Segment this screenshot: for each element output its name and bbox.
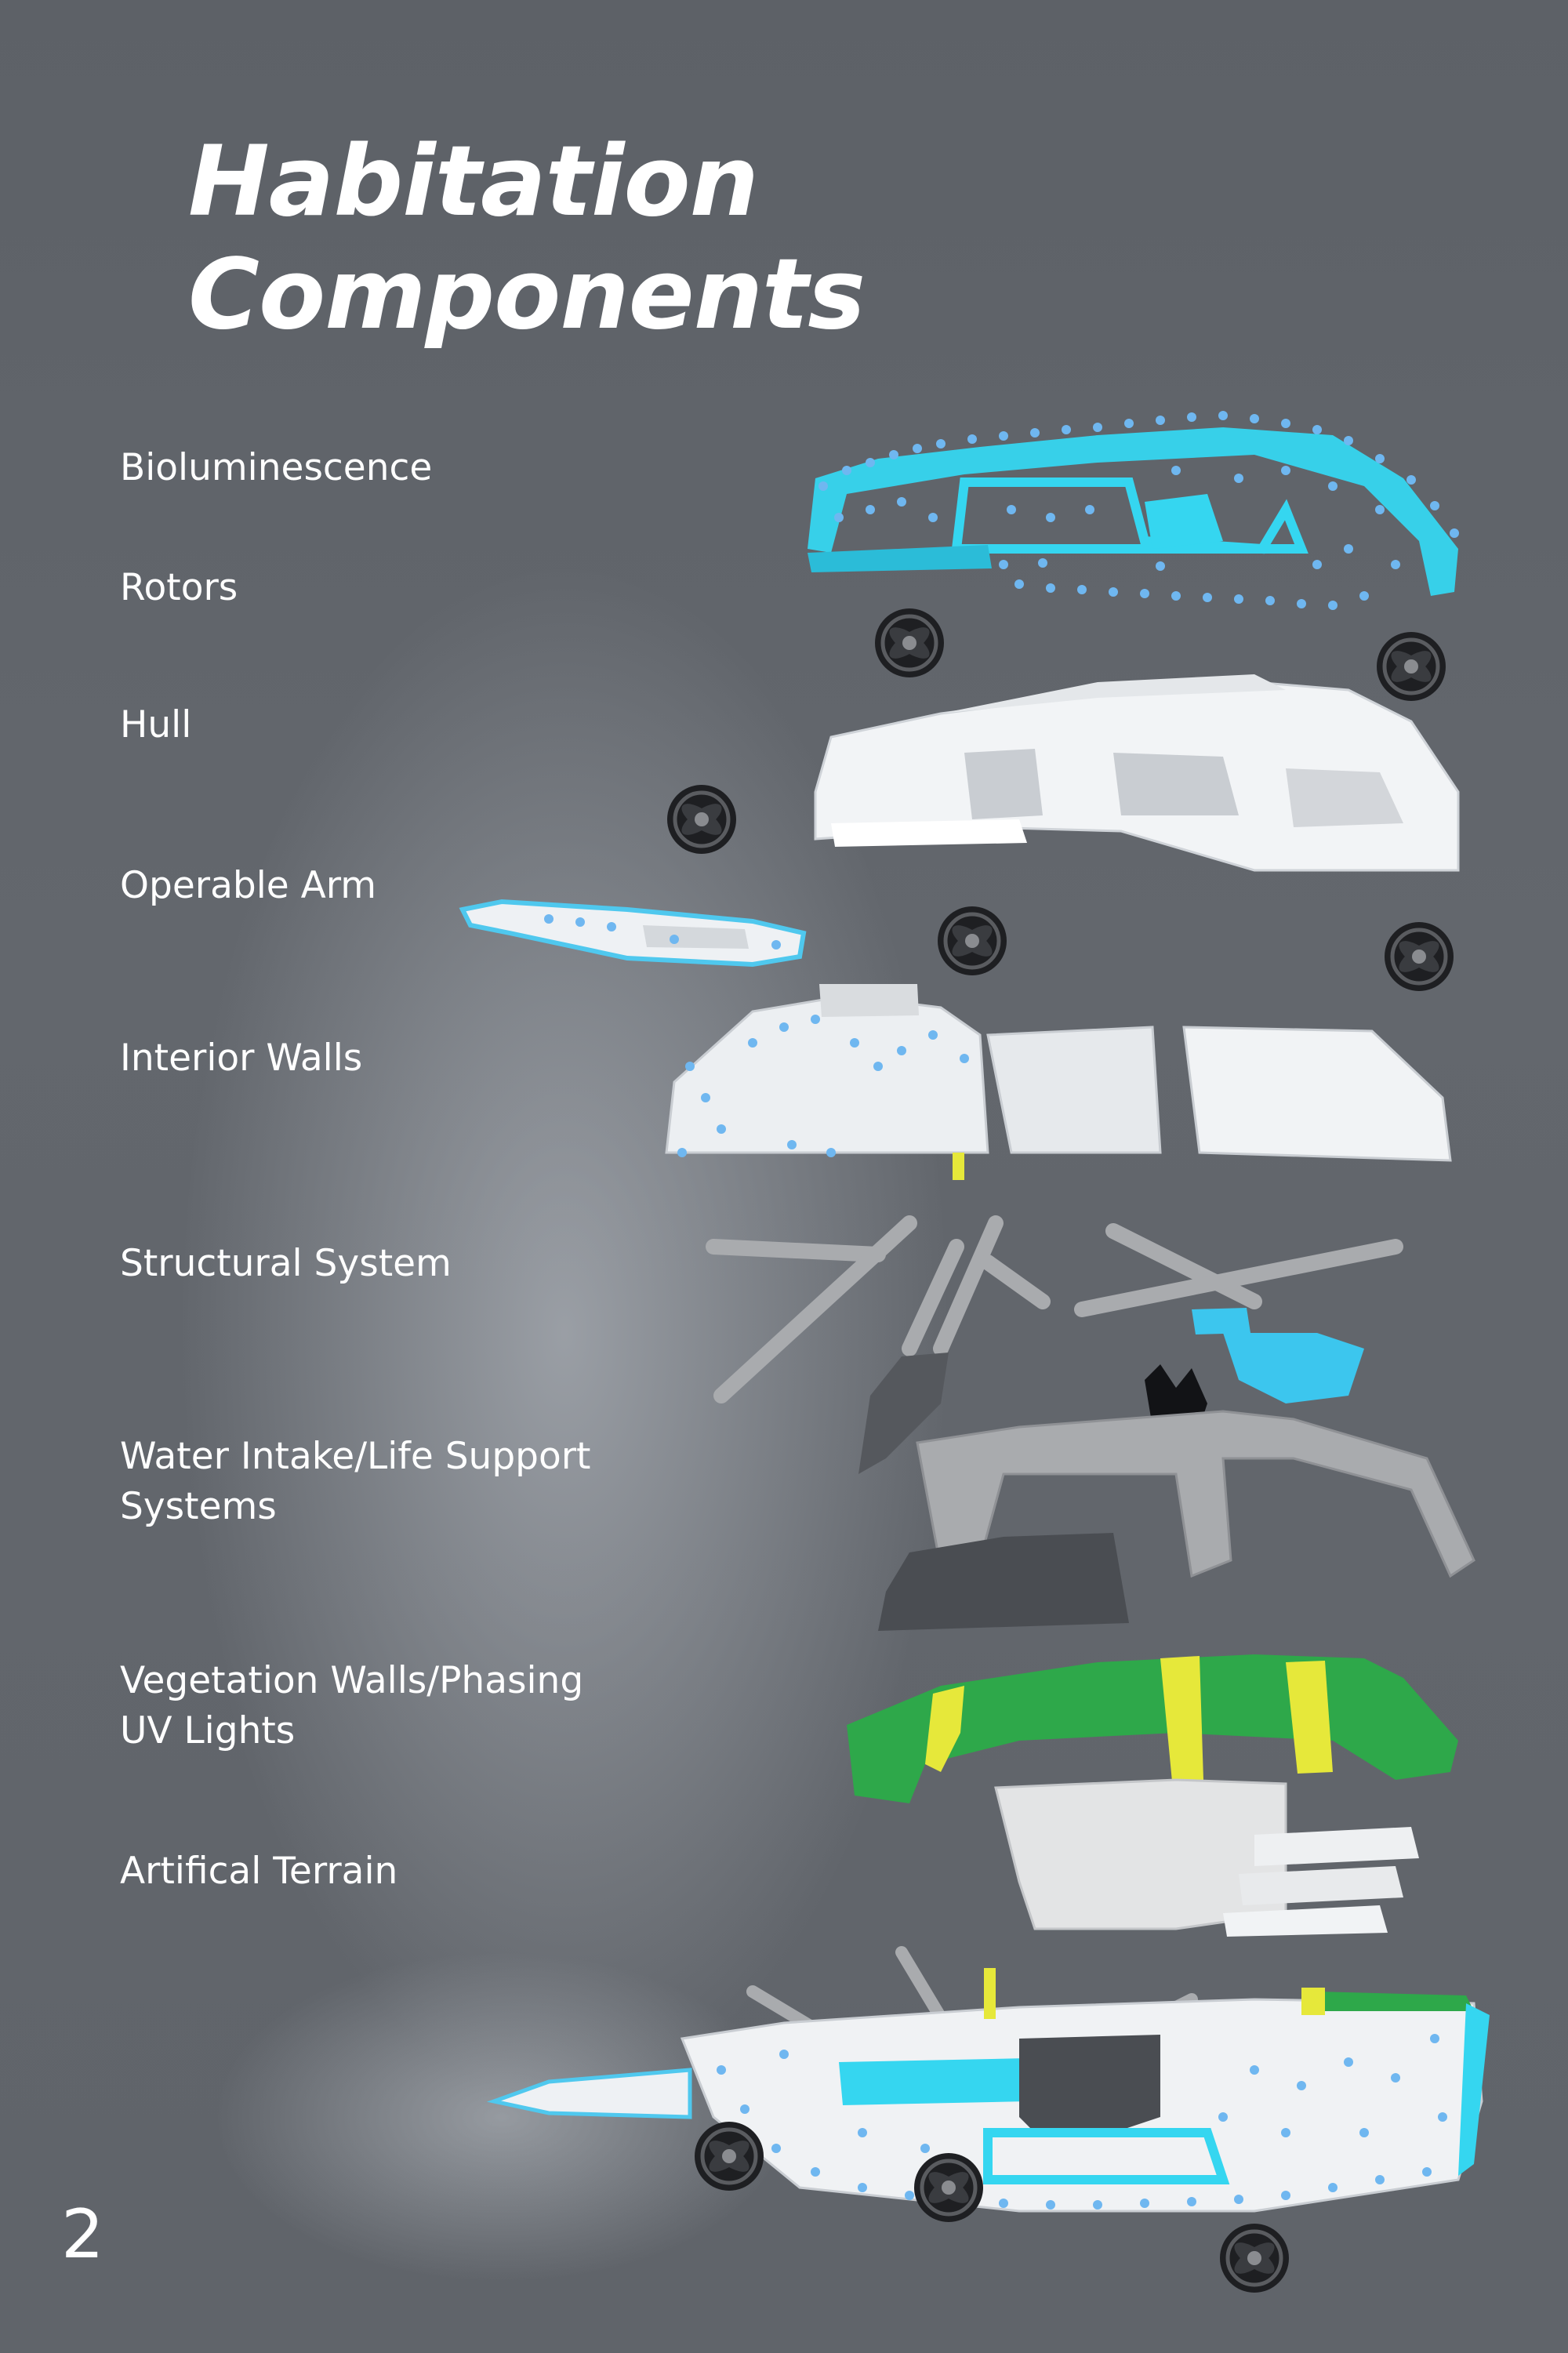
hull: [814, 674, 1460, 872]
rotor-5: [1385, 922, 1454, 991]
assembled-biolum-1: [839, 2058, 1027, 2105]
intake-valve: [1145, 1364, 1207, 1427]
label-artificial-terrain: Artifical Terrain: [120, 1850, 398, 1893]
label-vegetation-walls-uv-lights: Vegetation Walls/Phasing UV Lights: [120, 1659, 584, 1752]
terrain-slab-2: [1239, 1866, 1403, 1905]
label-rotors: Rotors: [120, 566, 238, 609]
interior-wall-3: [1182, 1026, 1452, 1162]
hull-lower-rim: [831, 819, 1027, 847]
artificial-terrain: [994, 1778, 1419, 1937]
support-panel: [858, 1353, 949, 1474]
water-pipe: [1192, 1308, 1250, 1334]
hull-opening-1: [964, 749, 1043, 819]
beam-7: [1074, 1239, 1403, 1317]
assembled-rotor-3: [1220, 2224, 1289, 2293]
label-water-intake-life-support: Water Intake/Life Support Systems: [120, 1435, 591, 1528]
terrain-slab-3: [1223, 1905, 1388, 1937]
rotor-2: [1377, 632, 1446, 701]
rotor-3: [667, 785, 736, 854]
assembled-vegetation: [1317, 1992, 1474, 2011]
bioluminescence-base: [808, 545, 992, 572]
uv-light-3: [1286, 1661, 1333, 1774]
hull-opening-3: [1286, 768, 1403, 827]
assembled-rotor-2: [914, 2153, 983, 2222]
beam-3: [902, 1239, 964, 1356]
life-support-frame: [916, 1410, 1475, 1578]
interior-box: [819, 984, 919, 1017]
hull-opening-2: [1113, 753, 1239, 815]
assembled-uv-light: [1301, 1988, 1325, 2015]
structural-system: [706, 1215, 1403, 1403]
label-interior-walls: Interior Walls: [120, 1037, 363, 1080]
assembled-habitat: [486, 1946, 1490, 2293]
interior-marker: [953, 1153, 964, 1180]
interior-walls: [665, 984, 1452, 1180]
assembled-biolum-2: [983, 2128, 1230, 2184]
page-title: Habitation Components: [188, 125, 866, 351]
page-number: 2: [61, 2195, 104, 2274]
bioluminescence-inner-strip: [951, 477, 1308, 554]
support-base: [878, 1533, 1129, 1631]
hull-top: [941, 674, 1286, 714]
interior-wall-1: [665, 994, 989, 1154]
label-structural-system: Structural System: [120, 1242, 452, 1285]
bioluminescence-panel: [1145, 494, 1223, 549]
beam-1: [706, 1239, 886, 1262]
vegetation-walls: [847, 1654, 1458, 1803]
rotor-4: [938, 906, 1007, 975]
beam-4: [933, 1215, 1004, 1356]
bioluminescence-layer: [808, 411, 1459, 610]
assembled-rotor-1: [695, 2122, 764, 2191]
assembled-interior: [1019, 2035, 1160, 2133]
assembled-biolum-3: [1458, 2003, 1490, 2176]
uv-light-2: [1160, 1656, 1203, 1781]
rotor-1: [875, 608, 944, 677]
arm-panel: [643, 925, 749, 949]
beam-2: [713, 1215, 917, 1403]
operable-arm: [459, 899, 807, 968]
label-bioluminescence: Bioluminescence: [120, 446, 433, 489]
uv-light-1: [925, 1686, 964, 1772]
bioluminescence-frame: [808, 427, 1458, 596]
label-operable-arm: Operable Arm: [120, 864, 377, 907]
beam-5: [980, 1255, 1051, 1309]
water-intake-life-support: [858, 1308, 1475, 1631]
interior-wall-2: [986, 1026, 1162, 1154]
beam-6: [1105, 1223, 1262, 1309]
terrain-slab-1: [1254, 1827, 1419, 1866]
label-hull: Hull: [120, 703, 192, 746]
assembled-arm: [486, 2068, 692, 2119]
terrain-block: [994, 1778, 1287, 1930]
arm-body: [459, 899, 807, 968]
water-tank: [1223, 1333, 1364, 1403]
assembled-marker: [984, 1968, 996, 2019]
